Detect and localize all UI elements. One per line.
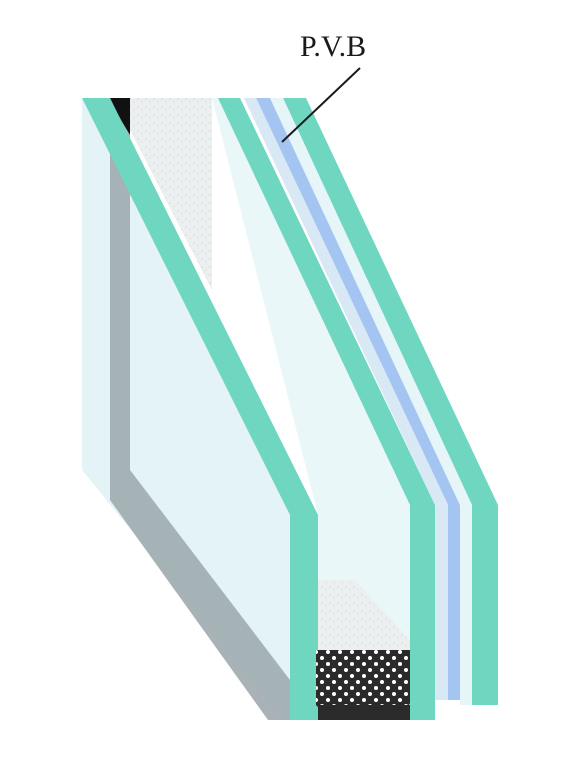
pvb-label: P.V.B xyxy=(300,30,366,64)
spacer-bar-base xyxy=(318,705,410,720)
